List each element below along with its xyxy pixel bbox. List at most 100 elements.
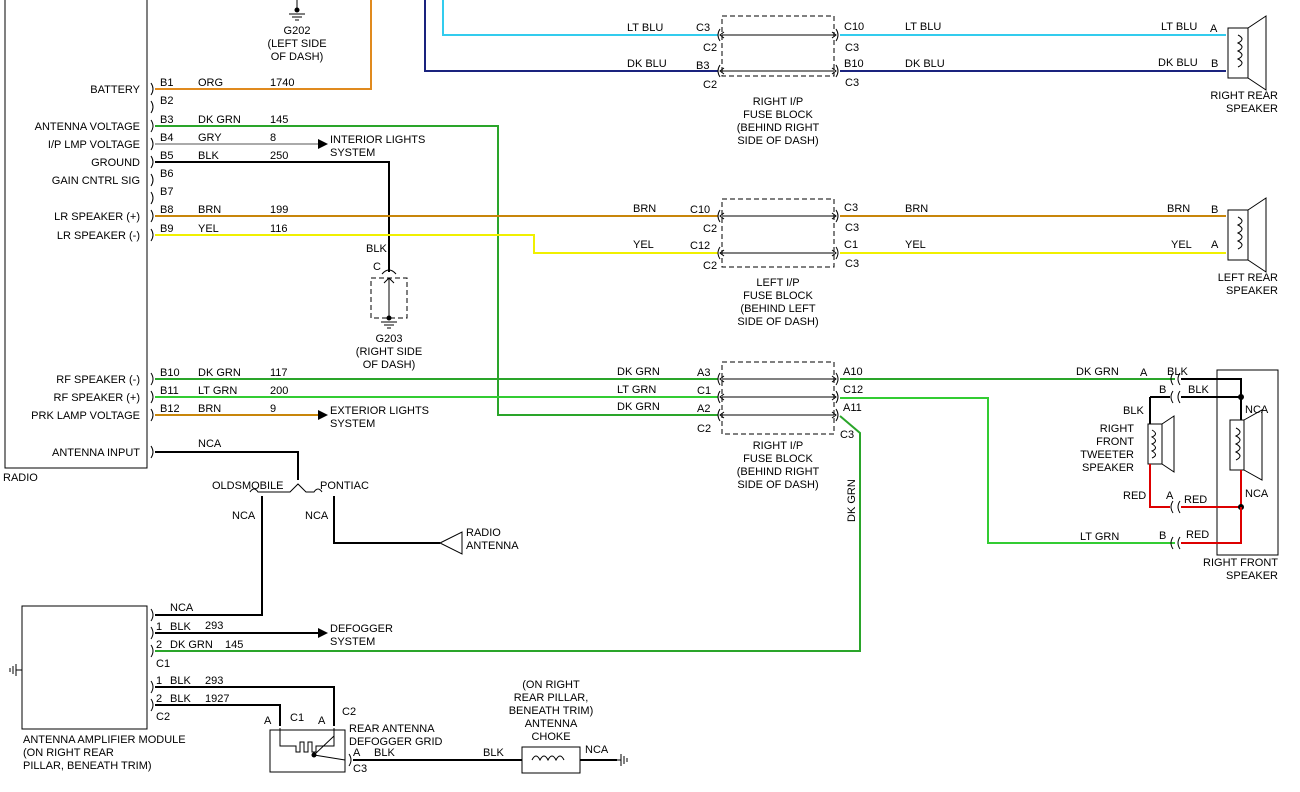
svg-text:RIGHT: RIGHT: [1100, 423, 1135, 435]
fuse-arrow: [831, 249, 837, 257]
ground-g203: BLK C G203 (RIGHT SIDE OF DASH): [356, 243, 422, 371]
radio-pin-circuit: 200: [270, 385, 288, 397]
rr-wire1: LT BLU: [1161, 21, 1197, 33]
dg-pin-a-bottom: A: [353, 747, 361, 759]
rf-blk-label-3: BLK: [1123, 405, 1144, 417]
radio-pin-wire-color: ORG: [198, 77, 223, 89]
svg-text:LEFT REAR: LEFT REAR: [1218, 272, 1278, 284]
fb-top-out-pin-2: B10: [844, 58, 864, 70]
wire-pontiac: [333, 496, 440, 544]
radio-pin-label: I/P LMP VOLTAGE: [48, 139, 140, 151]
svg-text:SPEAKER: SPEAKER: [1226, 570, 1278, 582]
rf-ltgrn-label: LT GRN: [1080, 531, 1119, 543]
fb-top-out-conn-2: C3: [845, 77, 859, 89]
right-front-speaker: RIGHT FRONT SPEAKER: [1203, 369, 1279, 582]
fuse-arrow: [831, 212, 837, 220]
rf-blk-label-1: BLK: [1167, 366, 1188, 378]
fuse-arrow: [719, 212, 725, 220]
svg-text:FUSE BLOCK: FUSE BLOCK: [743, 109, 813, 121]
antenna-input-connector: [150, 445, 154, 459]
dg-label-2: DEFOGGER GRID: [349, 736, 443, 748]
fb-left-in-color-2: YEL: [633, 239, 654, 251]
fb-top-in-color-1: LT BLU: [627, 22, 663, 34]
radio-pin-label: PRK LAMP VOLTAGE: [31, 410, 140, 422]
fb-bot-in-color-1: DK GRN: [617, 366, 660, 378]
fb-left-in-pin-2: C12: [690, 240, 710, 252]
fb-left-out-color-1: BRN: [905, 203, 928, 215]
choke-label-2: REAR PILLAR,: [514, 692, 589, 704]
rf-pin-b-bot: B: [1159, 530, 1166, 542]
radio-antenna-symbol: [438, 531, 463, 555]
amp-nca: NCA: [170, 602, 194, 614]
fuse-block-bottom: RIGHT I/P FUSE BLOCK (BEHIND RIGHT SIDE …: [721, 361, 835, 491]
dg-label-1: REAR ANTENNA: [349, 723, 435, 735]
radio-pin-connector: [150, 228, 154, 242]
wire-antenna-voltage-dkgrn: [155, 125, 718, 416]
radio-pin-circuit: 117: [270, 367, 288, 379]
amp-module-box: [21, 605, 148, 730]
svg-text:FUSE BLOCK: FUSE BLOCK: [743, 290, 813, 302]
fb-bot-in-color-2: LT GRN: [617, 384, 656, 396]
svg-text:SIDE OF DASH): SIDE OF DASH): [737, 479, 818, 491]
radio-pin-connector: [150, 100, 154, 114]
rf-red-label-3: RED: [1186, 529, 1209, 541]
defogger-label-1: DEFOGGER: [330, 623, 393, 635]
fb-top-in-color-2: DK BLU: [627, 58, 667, 70]
wire-lr-spk-neg-yel: [155, 234, 718, 254]
fb-top-in-conn-2: C2: [703, 79, 717, 91]
fuse-connector: [835, 246, 839, 260]
interior-lights-label-2: SYSTEM: [330, 147, 375, 159]
fb-left-out-pin-1: C3: [844, 202, 858, 214]
amp-circuit-1b: 293: [205, 675, 223, 687]
amp-circuit-1a: 293: [205, 620, 223, 632]
radio-pin-wire-color: BLK: [198, 150, 219, 162]
fb-bot-out-pin-1: A10: [843, 366, 863, 378]
radio-pin-wire-color: DK GRN: [198, 114, 241, 126]
svg-text:(BEHIND LEFT: (BEHIND LEFT: [740, 303, 815, 315]
radio-pin-wire-color: GRY: [198, 132, 222, 144]
fb-top-out-color-2: DK BLU: [905, 58, 945, 70]
fuse-connector: [835, 28, 839, 42]
fb-bot-in-color-3: DK GRN: [617, 401, 660, 413]
lr-wire1: BRN: [1167, 203, 1190, 215]
arrow-defogger: [318, 628, 328, 638]
dg-pin-a-right: A: [318, 715, 326, 727]
radio-pin-label: LR SPEAKER (+): [54, 211, 140, 223]
rf-red-main: [1181, 507, 1242, 544]
fuse-connector: [835, 209, 839, 223]
fb-left-out-conn-1: C3: [845, 222, 859, 234]
lr-pin2: A: [1211, 239, 1219, 251]
radio-pin-connector: [150, 408, 154, 422]
fuse-arrow: [719, 393, 725, 401]
defogger-label-2: SYSTEM: [330, 636, 375, 648]
amp-color-2b: BLK: [170, 693, 191, 705]
amp-c1: C1: [156, 658, 170, 670]
radio-pin-number: B8: [160, 204, 173, 216]
svg-text:BLK: BLK: [366, 243, 387, 255]
wire-ltblu-in: [442, 0, 718, 36]
svg-text:FUSE BLOCK: FUSE BLOCK: [743, 453, 813, 465]
amp-c2: C2: [156, 711, 170, 723]
svg-text:(RIGHT SIDE: (RIGHT SIDE: [356, 346, 422, 358]
fuse-arrow: [831, 411, 837, 419]
wire-ltgrn-out: [840, 397, 1175, 544]
radio-pin-circuit: 116: [270, 223, 288, 235]
fuse-arrow: [831, 393, 837, 401]
wire-amp-c2-2: [155, 704, 281, 726]
fuse-arrow: [831, 31, 837, 39]
tweeter-speaker: RIGHT FRONT TWEETER SPEAKER: [1080, 415, 1175, 474]
dg-c3-connector: [348, 753, 352, 767]
fb-top-out-pin-1: C10: [844, 21, 864, 33]
pontiac-label: PONTIAC: [320, 480, 369, 492]
radio-pin-connector: [150, 82, 154, 96]
fuse-connector: [717, 372, 721, 386]
radio-pin-connector: [150, 209, 154, 223]
radio-pin-connector: [150, 390, 154, 404]
radio-pin-number: B5: [160, 150, 173, 162]
fuse-arrow: [831, 375, 837, 383]
svg-text:(BEHIND RIGHT: (BEHIND RIGHT: [737, 466, 820, 478]
radio-pin-label: BATTERY: [90, 84, 140, 96]
fuse-arrow: [831, 67, 837, 75]
amp-circuit-2b: 1927: [205, 693, 229, 705]
